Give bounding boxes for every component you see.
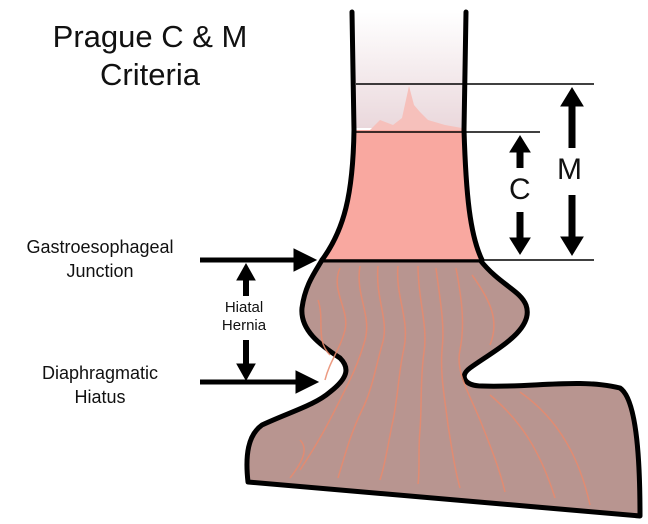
gej-label-line-2: Junction: [0, 261, 200, 281]
hernia-label-line-1: Hiatal: [209, 300, 279, 317]
hiatus-pointer-arrow: [200, 371, 318, 393]
m-label: M: [557, 153, 582, 187]
hiatus-label-line-1: Diaphragmatic: [0, 363, 200, 383]
c-label: C: [509, 173, 531, 207]
esophagus-columnar: [322, 130, 482, 260]
hiatus-label-line-2: Hiatus: [0, 387, 200, 407]
hernia-label-line-2: Hernia: [209, 318, 279, 335]
gej-pointer-arrow: [200, 249, 316, 271]
title-line-2: Criteria: [0, 58, 300, 93]
gej-label-line-1: Gastroesophageal: [0, 237, 200, 257]
title-line-1: Prague C & M: [0, 20, 300, 55]
